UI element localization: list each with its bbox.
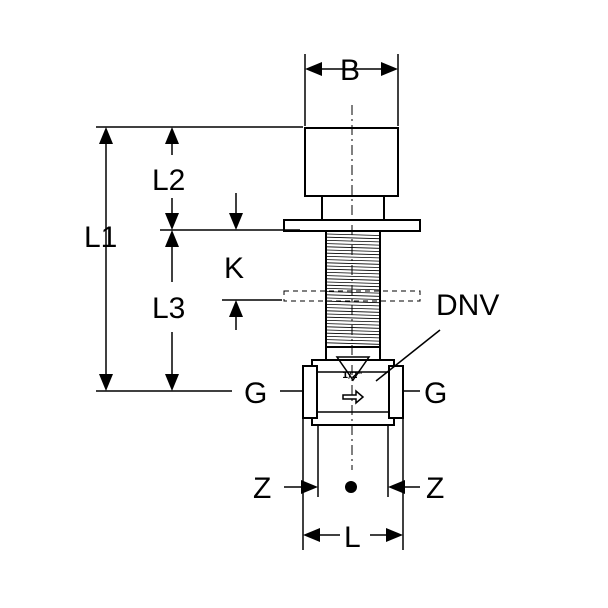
thread-line (326, 246, 380, 249)
thread-line (326, 332, 380, 336)
thread-line (326, 329, 380, 332)
dim-label-l: L (344, 521, 361, 554)
dim-label-dnv: DNV (436, 289, 499, 322)
thread-line (326, 342, 380, 345)
threaded-stem (325, 230, 381, 348)
thread-line (326, 320, 380, 323)
thread-line (326, 262, 380, 265)
thread-line (326, 288, 380, 291)
thread-line (326, 304, 380, 307)
thread-line (326, 259, 380, 262)
thread-line (326, 243, 380, 246)
thread-line (326, 310, 380, 313)
thread-line (326, 233, 380, 236)
center-point (345, 481, 357, 493)
thread-line (326, 275, 380, 278)
size-marking: 1/2" (342, 371, 363, 381)
thread-line (326, 323, 380, 326)
thread-line (326, 252, 380, 256)
thread-line (326, 294, 380, 297)
thread-line (326, 240, 380, 243)
thread-line (326, 339, 380, 342)
dim-label-l3: L3 (152, 292, 185, 325)
thread-line (326, 307, 380, 310)
thread-line (326, 313, 380, 316)
dim-label-b: B (340, 54, 360, 87)
thread-line (326, 336, 380, 339)
dim-label-l2: L2 (152, 164, 185, 197)
dim-label-z-left: Z (253, 472, 271, 505)
dim-label-k: K (224, 252, 244, 285)
thread-line (326, 256, 380, 259)
thread-line (326, 284, 380, 288)
thread-line (326, 236, 380, 240)
dim-label-g-right: G (424, 377, 447, 410)
thread-line (326, 268, 380, 272)
valve-body: 1/2" (302, 346, 404, 426)
thread-line (326, 316, 380, 320)
thread-line (326, 265, 380, 268)
thread-line (326, 281, 380, 284)
thread-line (326, 297, 380, 300)
thread-line (326, 278, 380, 281)
thread-line (326, 300, 380, 304)
dim-label-g-left: G (244, 377, 267, 410)
thread-line (326, 291, 380, 294)
dimension-arrowheads (99, 62, 405, 542)
dim-label-z-right: Z (426, 472, 444, 505)
thread-line (326, 326, 380, 329)
dim-label-l1: L1 (84, 221, 117, 254)
thread-line (326, 272, 380, 275)
thread-line (326, 249, 380, 252)
